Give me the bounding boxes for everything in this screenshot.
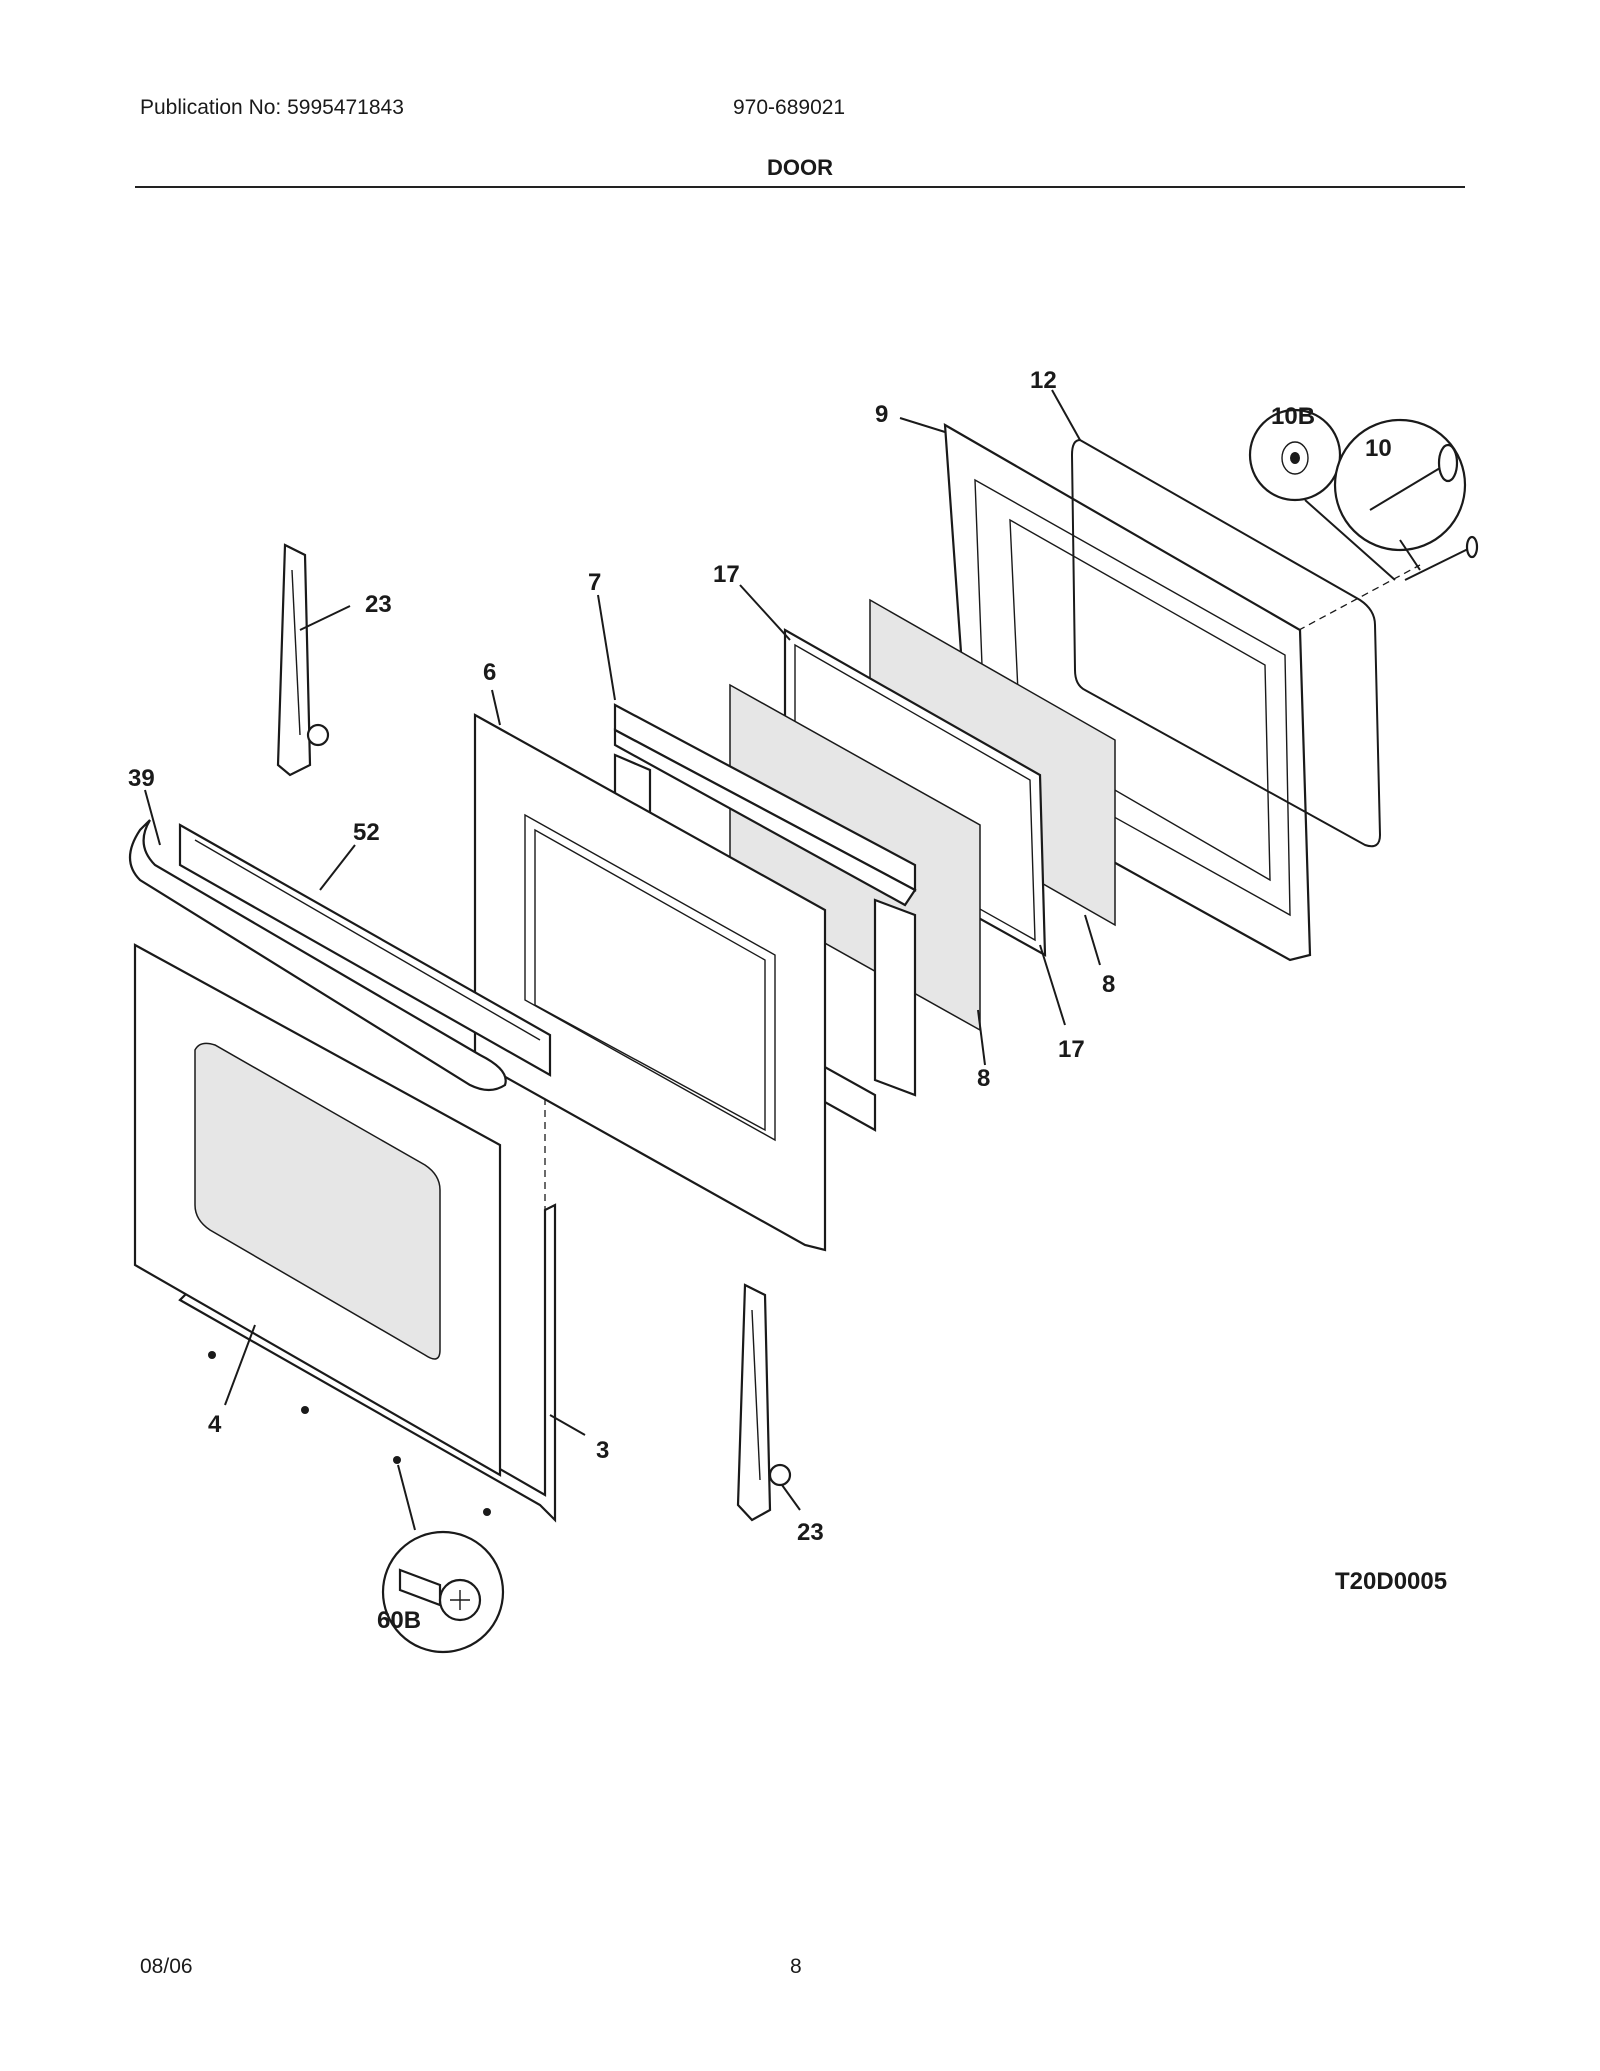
page-number: 8 bbox=[790, 1955, 802, 1978]
callout-8-mid: 8 bbox=[977, 1065, 990, 1092]
callout-17-top: 17 bbox=[713, 561, 740, 588]
outer-door bbox=[133, 943, 502, 1477]
footer-date: 08/06 bbox=[140, 1955, 193, 1978]
callout-6: 6 bbox=[483, 659, 496, 686]
callout-17-bottom: 17 bbox=[1058, 1036, 1085, 1063]
leader-lines bbox=[144, 389, 1101, 1531]
figure-id: T20D0005 bbox=[1335, 1568, 1448, 1595]
callout-10b: 10B bbox=[1271, 403, 1315, 430]
model-number: 970-689021 bbox=[733, 96, 846, 119]
header-divider bbox=[135, 186, 1465, 188]
callout-12: 12 bbox=[1030, 367, 1057, 394]
publication-number: Publication No: 5995471843 bbox=[140, 96, 404, 119]
callout-9: 9 bbox=[875, 401, 888, 428]
callout-23-top: 23 bbox=[365, 591, 392, 618]
hinge-bottom bbox=[736, 1283, 792, 1522]
callout-60b: 60B bbox=[377, 1607, 421, 1634]
screw-detail bbox=[1333, 418, 1479, 581]
callout-8-right: 8 bbox=[1102, 971, 1115, 998]
washer-detail bbox=[1248, 408, 1396, 581]
door-screws bbox=[208, 1351, 491, 1516]
callout-23-bottom: 23 bbox=[797, 1519, 824, 1546]
callout-4: 4 bbox=[208, 1411, 222, 1438]
page-title: DOOR bbox=[767, 155, 833, 180]
hinge-top bbox=[276, 543, 330, 777]
screw-60b-detail bbox=[381, 1530, 505, 1654]
callout-3: 3 bbox=[596, 1437, 609, 1464]
callout-10: 10 bbox=[1365, 435, 1392, 462]
callout-39: 39 bbox=[128, 765, 155, 792]
door-gasket bbox=[1070, 438, 1382, 848]
callout-52: 52 bbox=[353, 819, 380, 846]
door-handle bbox=[178, 823, 552, 1077]
callout-7: 7 bbox=[588, 569, 601, 596]
handle-trim bbox=[128, 819, 507, 1092]
